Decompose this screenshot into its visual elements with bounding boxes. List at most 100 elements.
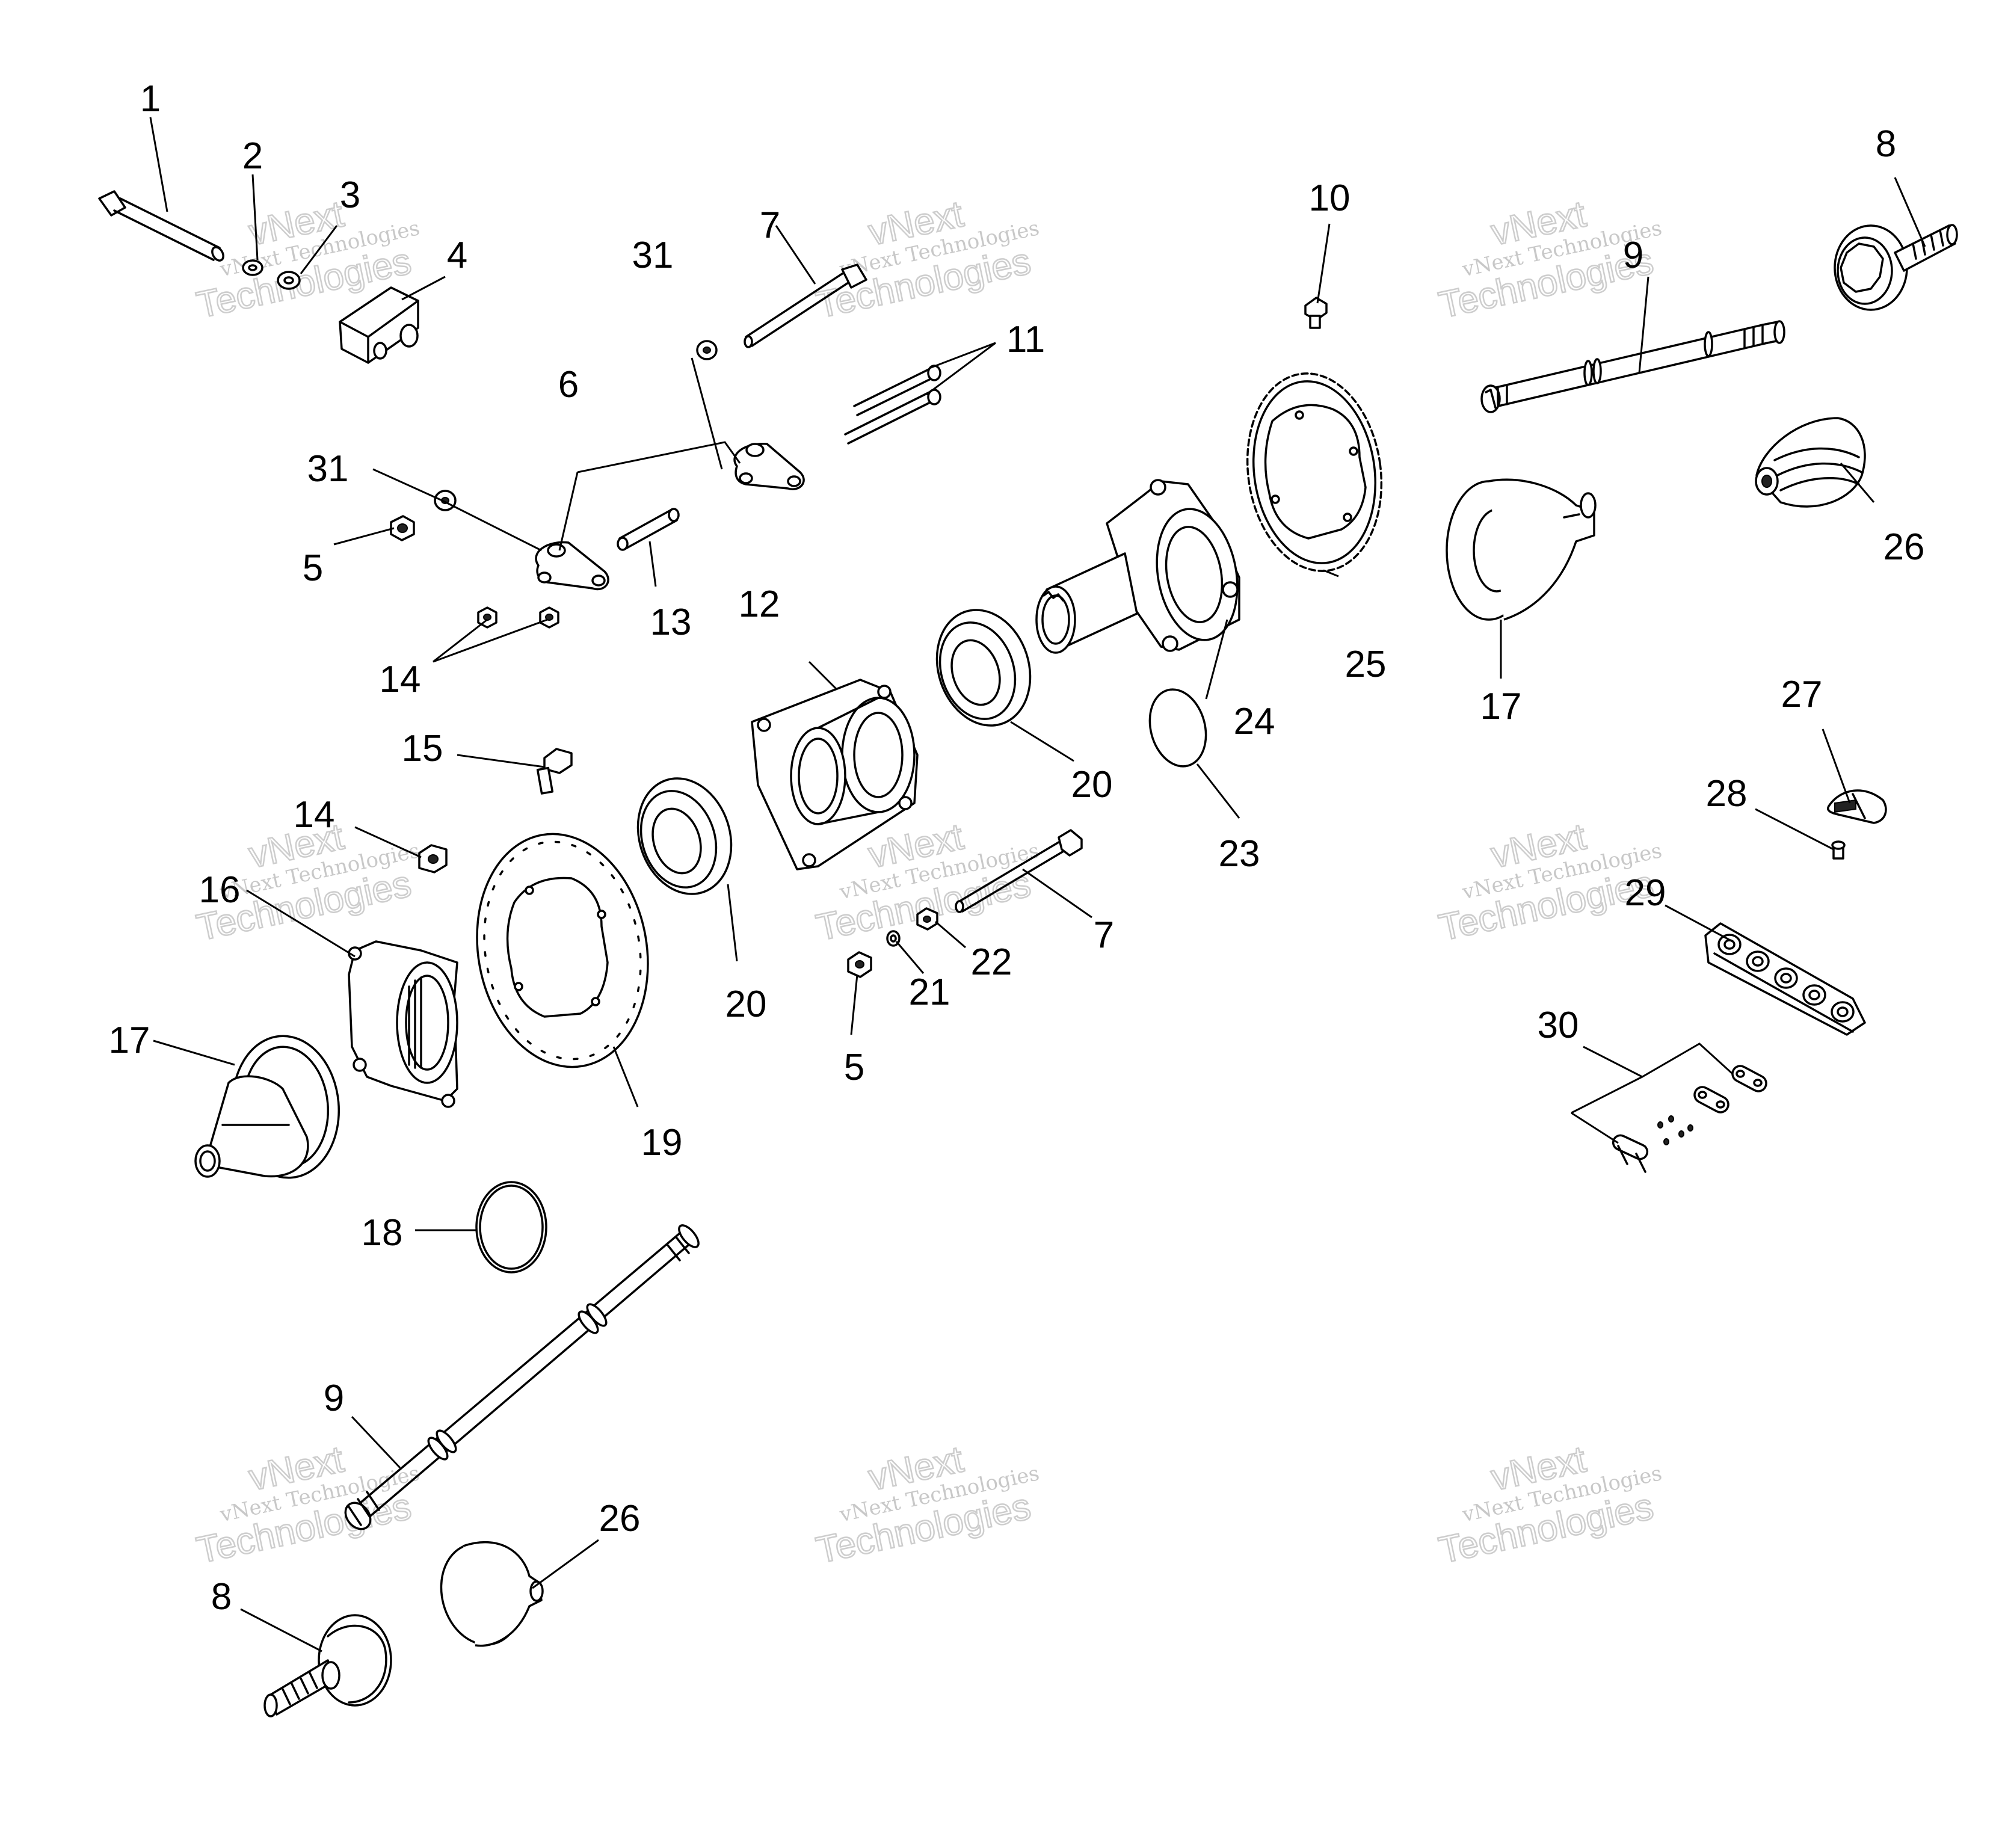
- leader-5b: [850, 974, 858, 1035]
- part-22-nut: [916, 907, 938, 931]
- callout-12: 12: [739, 584, 780, 625]
- part-24-hub: [1035, 479, 1240, 654]
- callout-20-right: 20: [1071, 764, 1113, 805]
- part-4-bracket: [339, 286, 419, 364]
- part-25-sprocket: [1246, 372, 1383, 572]
- part-23-o-ring: [1148, 688, 1207, 768]
- part-5-nut-middle: [847, 951, 872, 978]
- leader-28: [1755, 808, 1834, 851]
- callout-26-top: 26: [1883, 526, 1925, 568]
- leader-30a: [1583, 1043, 1734, 1078]
- callout-30: 30: [1538, 1005, 1579, 1046]
- callout-14-single: 14: [294, 794, 335, 836]
- callout-21: 21: [909, 972, 950, 1013]
- part-7-bolt-top: [744, 263, 867, 348]
- leader-3: [300, 225, 338, 274]
- callout-5-left: 5: [303, 547, 323, 589]
- part-9-axle-top: [1480, 320, 1785, 413]
- watermark: vNext vNext Technologies Technologies: [812, 192, 1041, 327]
- leader-30b: [1571, 1076, 1643, 1114]
- callout-5-middle: 5: [844, 1047, 864, 1088]
- leader-9a: [1638, 276, 1649, 374]
- leader-14a: [433, 618, 488, 663]
- leader-30c: [1571, 1112, 1619, 1144]
- part-14-nut-single: [418, 844, 448, 873]
- part-20-seal-left: [636, 777, 733, 895]
- callout-8-top: 8: [1876, 123, 1896, 165]
- part-8-cv-joint-bottom: [263, 1614, 392, 1717]
- part-16-bearing-housing: [348, 940, 458, 1108]
- callout-9-bottom: 9: [324, 1378, 344, 1419]
- leader-29: [1665, 904, 1733, 943]
- leader-19: [612, 1046, 639, 1107]
- leader-21: [895, 941, 925, 974]
- callout-22: 22: [971, 941, 1012, 983]
- callout-9-top: 9: [1623, 235, 1643, 276]
- callout-10: 10: [1309, 177, 1351, 219]
- part-2-washer: [242, 259, 263, 276]
- part-19-brake-disc: [476, 833, 649, 1068]
- callout-14-pair: 14: [380, 659, 421, 700]
- watermark: vNext vNext Technologies Technologies: [1435, 1438, 1664, 1572]
- callout-6: 6: [558, 364, 579, 405]
- leader-11a: [929, 342, 996, 369]
- leader-14c: [354, 826, 422, 858]
- callout-20-left: 20: [725, 984, 767, 1025]
- leader-4: [401, 276, 446, 301]
- callout-28: 28: [1706, 773, 1748, 815]
- part-3-lock-washer: [277, 271, 301, 290]
- leader-20b: [727, 884, 738, 962]
- leader-6b: [558, 472, 579, 551]
- callout-17-right: 17: [1480, 686, 1522, 727]
- leader-26a: [1840, 463, 1875, 503]
- callout-24: 24: [1234, 701, 1275, 742]
- part-21-washer: [886, 930, 901, 947]
- callout-17-left: 17: [109, 1020, 150, 1061]
- leader-26b: [532, 1539, 599, 1589]
- part-10-bolt: [1304, 297, 1328, 329]
- callout-3: 3: [340, 174, 360, 216]
- leader-2: [251, 174, 259, 260]
- callout-23: 23: [1219, 833, 1260, 875]
- part-8-cv-joint-top: [1834, 224, 1958, 311]
- leader-1: [149, 117, 168, 212]
- leader-7a: [775, 225, 816, 285]
- leader-8a: [1894, 177, 1926, 247]
- callout-numbers: 1 2 3 4 31 7 10 11 9 8 6 31 5 13 14 12 2…: [109, 78, 1925, 1618]
- part-17-cover-left: [194, 1035, 340, 1179]
- leader-5a: [333, 527, 395, 546]
- leader-22: [935, 920, 966, 949]
- part-5-nut-left: [390, 515, 415, 541]
- leader-6a: [577, 441, 741, 473]
- part-29-chain: [1704, 922, 1866, 1036]
- callout-15: 15: [402, 728, 443, 769]
- leader-10: [1316, 223, 1331, 304]
- callout-13: 13: [650, 602, 692, 643]
- leader-14b: [433, 618, 548, 663]
- callout-27: 27: [1781, 674, 1823, 715]
- part-12-housing: [751, 679, 919, 870]
- leader-23: [1196, 763, 1240, 819]
- callout-4: 4: [447, 235, 467, 276]
- part-13-pin: [617, 508, 680, 551]
- part-1-bolt: [98, 190, 224, 262]
- callout-2: 2: [242, 135, 263, 177]
- callout-7-top: 7: [760, 205, 780, 246]
- part-26-boot-bottom: [440, 1541, 544, 1647]
- part-14-nuts: [477, 606, 559, 629]
- leader-12: [808, 661, 837, 690]
- leader-31b: [372, 468, 542, 552]
- part-6-bracket-upper: [733, 443, 805, 490]
- part-17-cover-right: [1446, 478, 1597, 621]
- part-31-washer-top: [696, 340, 718, 360]
- callout-19: 19: [641, 1122, 683, 1163]
- leader-31a: [691, 357, 723, 470]
- callout-31-left: 31: [307, 448, 349, 490]
- part-9-axle-bottom: [344, 1224, 700, 1530]
- leader-17b: [153, 1040, 235, 1066]
- callout-7-middle: 7: [1094, 914, 1114, 956]
- leader-27: [1822, 728, 1851, 804]
- callout-1: 1: [140, 78, 161, 120]
- part-31-washer-left: [434, 490, 457, 511]
